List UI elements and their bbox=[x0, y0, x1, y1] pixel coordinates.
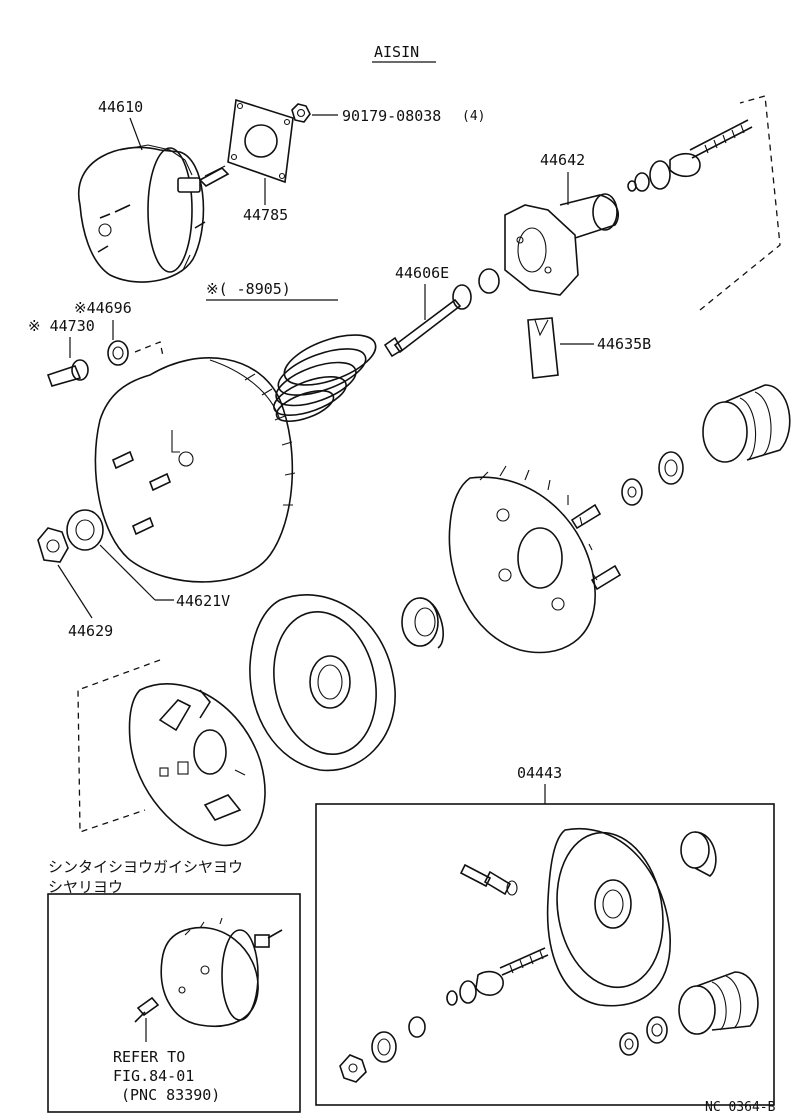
dashed-lead-44696 bbox=[134, 341, 164, 357]
inset-refer-line2: FIG.84-01 bbox=[113, 1067, 194, 1085]
nut-90179[interactable] bbox=[291, 103, 311, 123]
label-44696: ※44696 bbox=[74, 299, 132, 317]
leader-44629 bbox=[57, 564, 93, 619]
inset-refer-line3: (PNC 83390) bbox=[121, 1086, 220, 1104]
kit-valve-rod[interactable] bbox=[446, 947, 549, 1006]
label-44785: 44785 bbox=[243, 206, 288, 224]
dashed-enclosure-upper bbox=[699, 95, 781, 311]
diaphragm[interactable] bbox=[249, 594, 396, 772]
cylinder-seals[interactable] bbox=[621, 384, 791, 506]
fitting-44730[interactable] bbox=[46, 359, 89, 387]
seal-bushing[interactable] bbox=[401, 597, 444, 649]
kit-seal-44621V[interactable] bbox=[371, 1031, 397, 1063]
kit-ring-small[interactable] bbox=[408, 1016, 426, 1038]
label-44635B: 44635B bbox=[597, 335, 651, 353]
kit-seal[interactable] bbox=[680, 831, 717, 877]
leader-44621V bbox=[99, 544, 156, 601]
valve-rod-upper[interactable] bbox=[627, 119, 753, 192]
booster-assembly-44610[interactable] bbox=[77, 144, 230, 283]
inset-booster[interactable] bbox=[160, 917, 283, 1027]
inset-caption-line1: シンタイシヨウガイシヤヨウ bbox=[48, 858, 243, 876]
gasket-44785[interactable] bbox=[227, 98, 294, 184]
seal-44696[interactable] bbox=[107, 340, 129, 366]
valve-body-44642[interactable] bbox=[504, 193, 619, 296]
key-44635B[interactable] bbox=[527, 317, 559, 379]
label-44606E: 44606E bbox=[395, 264, 449, 282]
inset-box bbox=[47, 893, 301, 1113]
seal-44621V[interactable] bbox=[66, 509, 104, 551]
kit-cylinder-seals[interactable] bbox=[619, 971, 759, 1056]
diaphragm-plate[interactable] bbox=[128, 683, 266, 847]
kit-box-04443 bbox=[315, 803, 775, 1106]
retainer-44629[interactable] bbox=[37, 527, 69, 563]
kit-retainer[interactable] bbox=[339, 1054, 367, 1083]
dashed-enclosure-lower bbox=[77, 659, 161, 833]
label-44642: 44642 bbox=[540, 151, 585, 169]
front-shell[interactable] bbox=[94, 357, 296, 583]
label-90179-qty: (4) bbox=[462, 109, 485, 124]
label-04443: 04443 bbox=[517, 764, 562, 782]
rear-shell[interactable] bbox=[448, 465, 622, 654]
inset-refer-line1: REFER TO bbox=[113, 1048, 185, 1066]
kit-diaphragm[interactable] bbox=[545, 824, 675, 1007]
inset-check-valve[interactable] bbox=[134, 996, 160, 1023]
rod-44606E[interactable] bbox=[383, 284, 472, 358]
brand-label: AISIN bbox=[374, 43, 419, 61]
label-44610: 44610 bbox=[98, 98, 143, 116]
footer-code: NC 0364-B bbox=[705, 1100, 776, 1115]
kit-valve-stem[interactable] bbox=[459, 863, 518, 896]
label-90179: 90179-08038 bbox=[342, 107, 441, 125]
label-44629: 44629 bbox=[68, 622, 113, 640]
return-spring[interactable] bbox=[269, 325, 382, 428]
leader-44610 bbox=[129, 117, 143, 151]
label-44730: ※ 44730 bbox=[28, 317, 95, 335]
note-range: ※( -8905) bbox=[206, 280, 291, 298]
label-44621V: 44621V bbox=[176, 592, 230, 610]
seal-ring-small[interactable] bbox=[478, 268, 500, 294]
inset-caption-line2: シヤリヨウ bbox=[48, 878, 123, 896]
